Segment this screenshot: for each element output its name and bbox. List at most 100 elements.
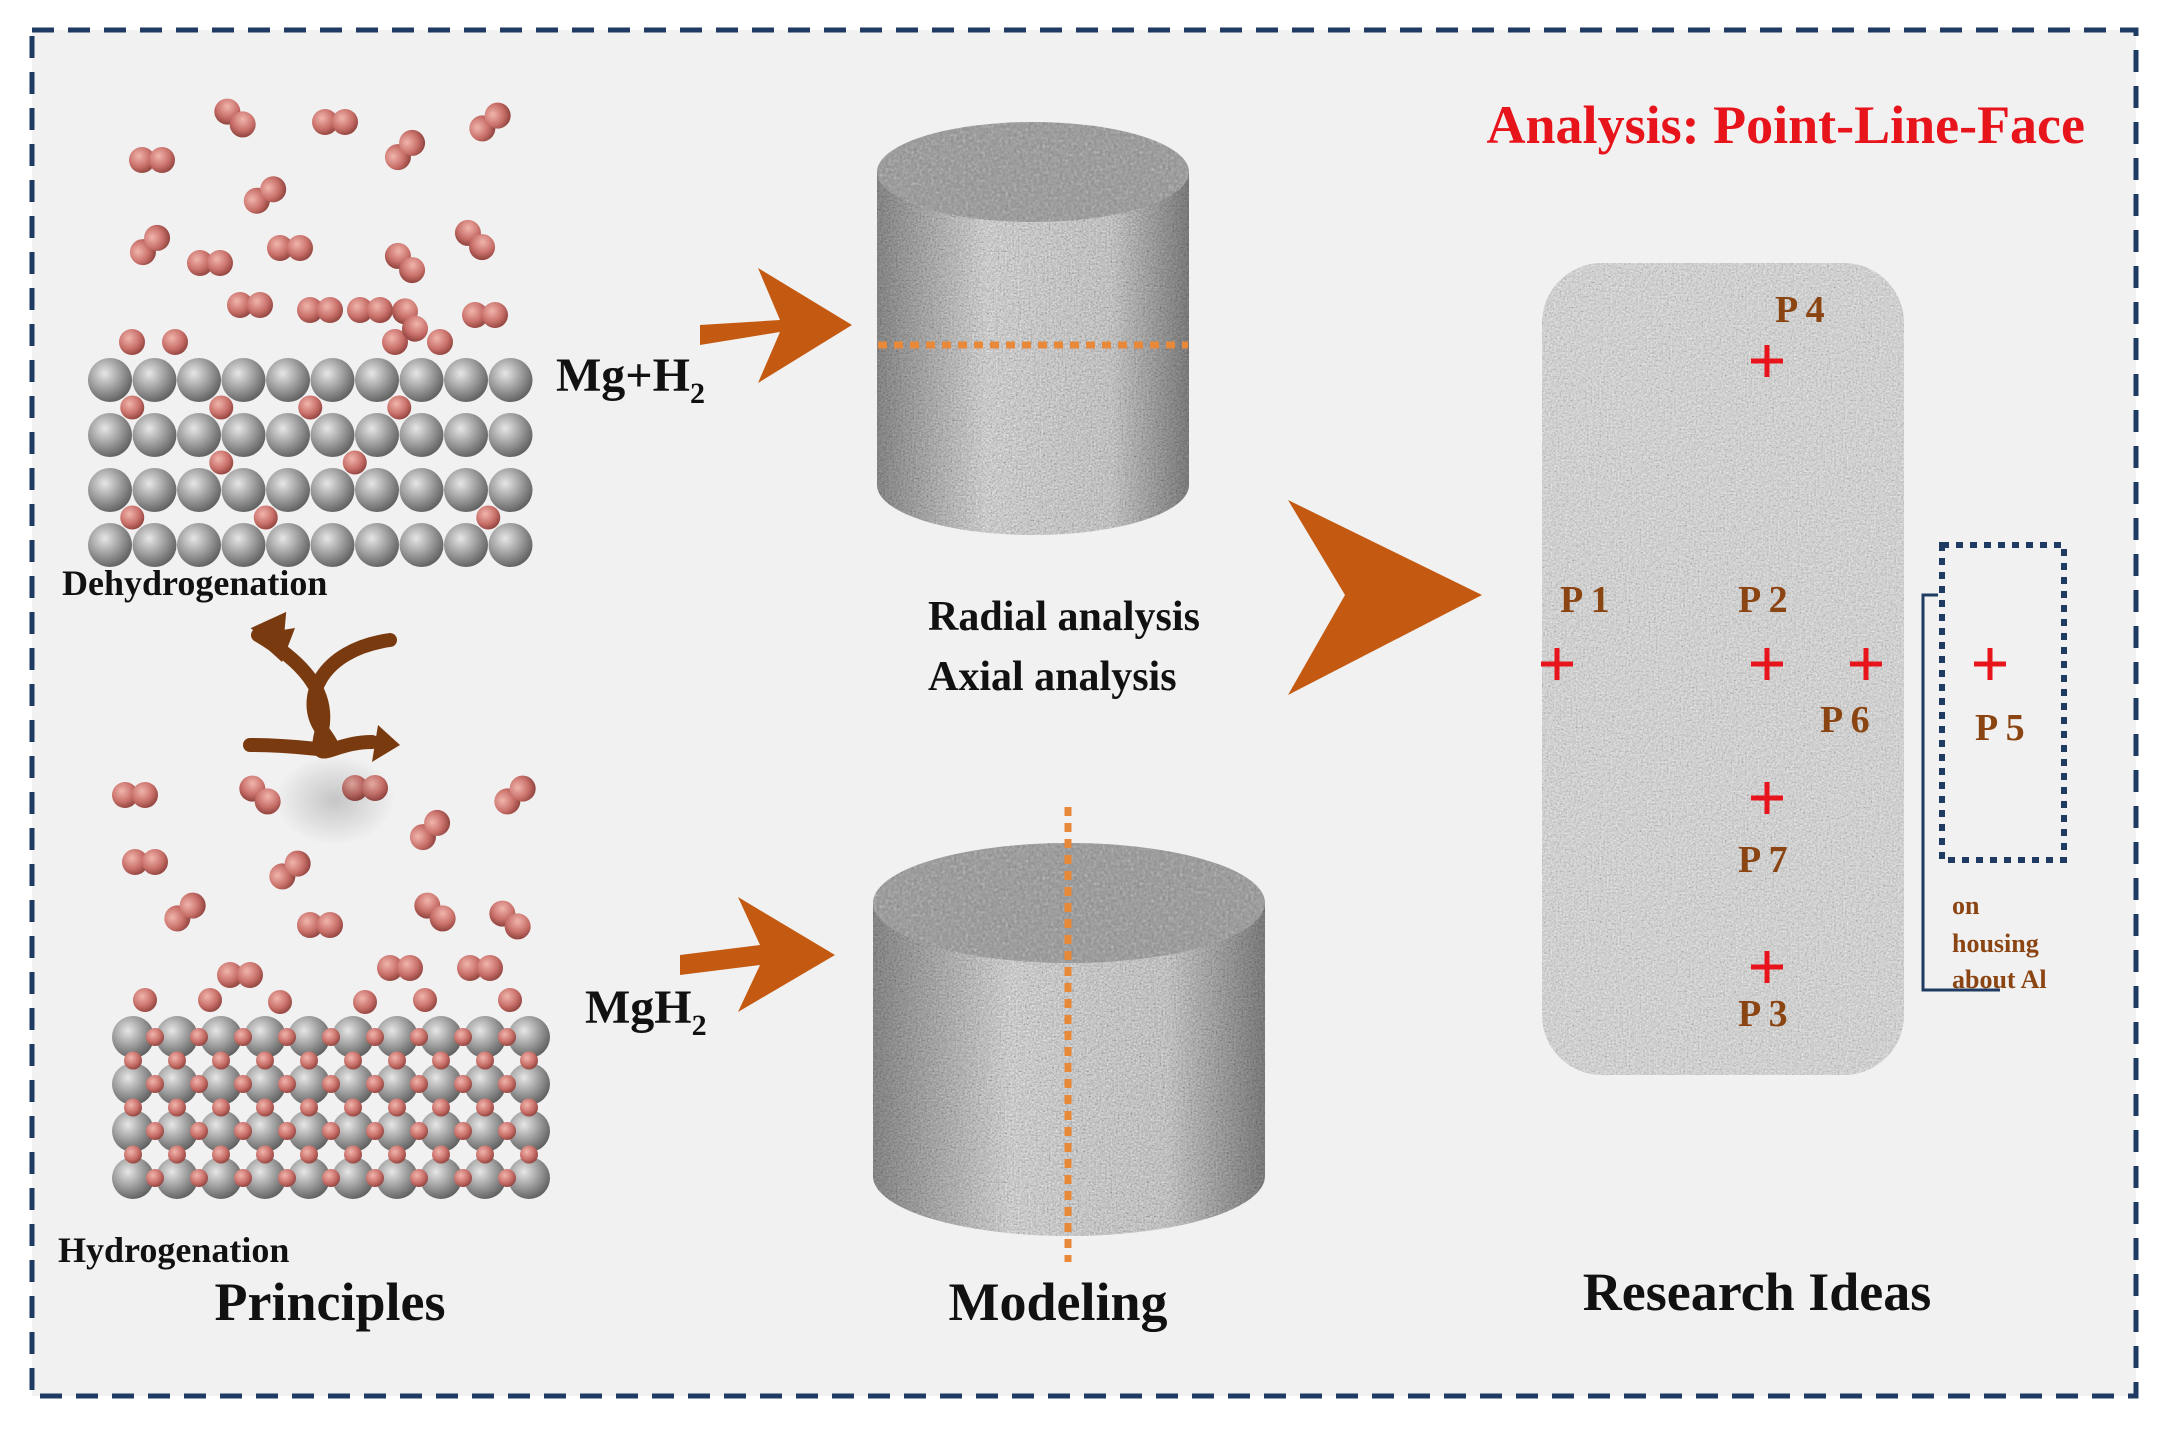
- hydrogenation-h-atom: [353, 990, 377, 1014]
- dehydrogenation-h-atom: [162, 329, 188, 355]
- hydrogenation-h-atom: [322, 1122, 340, 1140]
- figure-title: Analysis: Point-Line-Face: [1487, 95, 2085, 155]
- h2-molecule: [129, 224, 171, 266]
- dehydrogenation-h-atom: [209, 450, 234, 475]
- hydrogenation-h-atom: [520, 1051, 538, 1070]
- dehydrogenation-mg-atom: [177, 468, 221, 512]
- dehydrogenation-h-atom: [120, 505, 145, 530]
- dehydrogenation-mg-atom: [355, 468, 399, 512]
- hydrogenation-h-atom: [198, 988, 222, 1012]
- hydrogenation-h-atom: [388, 1051, 406, 1070]
- axial-analysis-label: Axial analysis: [928, 654, 1177, 700]
- dehydrogenation-mg-atom: [399, 413, 444, 457]
- dehydrogenation-mg-atom: [221, 523, 266, 567]
- arrow-to-research: [1288, 500, 1482, 695]
- hydrogenation-h-atom: [454, 1122, 472, 1140]
- dehydrogenation-lattice: [88, 329, 533, 567]
- hydrogenation-h-atom: [454, 1169, 472, 1187]
- hydrogenation-h-atom: [432, 1145, 450, 1164]
- radial-analysis-label: Radial analysis: [928, 594, 1200, 640]
- arrow-to-cylinder-bottom: [680, 897, 835, 1012]
- dehydrogenation-label: Dehydrogenation: [62, 563, 327, 603]
- hydrogenation-h-atom: [146, 1028, 164, 1046]
- dehydrogenation-mg-atom: [266, 523, 310, 567]
- dehydrogenation-mg-atom: [399, 358, 444, 402]
- hydrogenation-h-atom: [498, 988, 522, 1012]
- hydrogenation-h-atom: [300, 1098, 318, 1117]
- h2-molecule: [469, 102, 511, 142]
- cylinder-radial: [877, 122, 1189, 535]
- hydrogenation-mg-atom: [420, 1157, 462, 1199]
- dehydrogenation-h-atom: [427, 329, 453, 355]
- h2-molecule: [494, 775, 536, 815]
- hydrogenation-mg-atom: [464, 1063, 506, 1105]
- hydrogenation-h-atom: [212, 1098, 230, 1117]
- hydrogenation-h-atom: [410, 1169, 428, 1187]
- housing-region: [1939, 542, 2067, 863]
- dehydrogenation-mg-atom: [132, 413, 177, 457]
- principles-title: Principles: [215, 1272, 446, 1332]
- hydrogenation-h-atom: [388, 1145, 406, 1164]
- hydrogenation-h-atom: [278, 1028, 296, 1046]
- h2-molecule: [384, 129, 426, 171]
- hydrogenation-h-atom: [268, 990, 292, 1014]
- dehydrogenation-mg-atom: [266, 413, 310, 457]
- hydrogenation-mg-atom: [288, 1157, 330, 1199]
- dehydrogenation-h-atom: [476, 505, 501, 530]
- hydrogenation-mg-atom: [200, 1110, 242, 1152]
- hydrogenation-h-atom: [278, 1075, 296, 1093]
- hydrogenation-mg-atom: [332, 1063, 374, 1105]
- hydrogenation-h-atom: [388, 1098, 406, 1117]
- dehydrogenation-mg-atom: [88, 358, 132, 402]
- h2-molecule: [392, 298, 428, 342]
- dehydrogenation-mg-atom: [132, 358, 177, 402]
- hydrogenation-h-atom: [212, 1051, 230, 1070]
- point-marker: [1751, 951, 1783, 983]
- hydrogenation-h-atom: [498, 1122, 516, 1140]
- hydrogenation-h-atom: [234, 1169, 252, 1187]
- dehydrogenation-h-atom: [209, 395, 234, 420]
- hydrogenation-h-atom: [413, 988, 437, 1012]
- hydrogenation-h-atom: [520, 1145, 538, 1164]
- dehydrogenation-mg-atom: [444, 358, 488, 402]
- dehydrogenation-h-atom: [298, 395, 323, 420]
- hydrogenation-h-atom: [146, 1122, 164, 1140]
- sample-cross-section: [1542, 263, 1904, 1075]
- modeling-title: Modeling: [948, 1272, 1167, 1332]
- hydrogenation-h-atom: [256, 1145, 274, 1164]
- hydrogenation-h-atom: [520, 1098, 538, 1117]
- hydrogenation-mg-atom: [112, 1157, 154, 1199]
- hydrogenation-h-atom: [278, 1169, 296, 1187]
- h2-molecule: [239, 775, 281, 815]
- hydrogenation-mg-atom: [200, 1063, 242, 1105]
- note-line-2: housing: [1952, 929, 2039, 958]
- h2-molecule: [227, 292, 273, 318]
- hydrogenation-mg-atom: [376, 1016, 418, 1058]
- dehydrogenation-h-atom: [387, 395, 412, 420]
- hydrogenation-mg-atom: [508, 1157, 550, 1199]
- h2-molecule: [454, 219, 496, 261]
- hydrogenation-h-atom: [146, 1169, 164, 1187]
- hydrogenation-mg-atom: [464, 1016, 506, 1058]
- hydrogenation-mg-atom: [156, 1110, 198, 1152]
- hydrogenation-mg-atom: [156, 1157, 198, 1199]
- h2-molecule: [129, 147, 175, 173]
- dehydrogenation-h-atom: [342, 450, 367, 475]
- hydrogenation-h-atom: [366, 1122, 384, 1140]
- dehydrogenation-mg-atom: [88, 413, 132, 457]
- hydrogenation-h-atom: [344, 1051, 362, 1070]
- hydrogenation-h-atom: [410, 1075, 428, 1093]
- hydrogenation-mg-atom: [420, 1063, 462, 1105]
- dehydrogenation-mg-atom: [266, 468, 310, 512]
- h2-molecule: [214, 98, 256, 138]
- h2-molecule: [384, 242, 426, 284]
- dehydrogenation-mg-atom: [88, 468, 132, 512]
- dehydrogenation-mg-atom: [355, 413, 399, 457]
- hydrogenation-h-atom: [234, 1122, 252, 1140]
- h2-molecule: [457, 955, 503, 981]
- hydrogenation-mg-atom: [420, 1110, 462, 1152]
- hydrogenation-mg-atom: [376, 1110, 418, 1152]
- hydrogenation-mg-atom: [376, 1063, 418, 1105]
